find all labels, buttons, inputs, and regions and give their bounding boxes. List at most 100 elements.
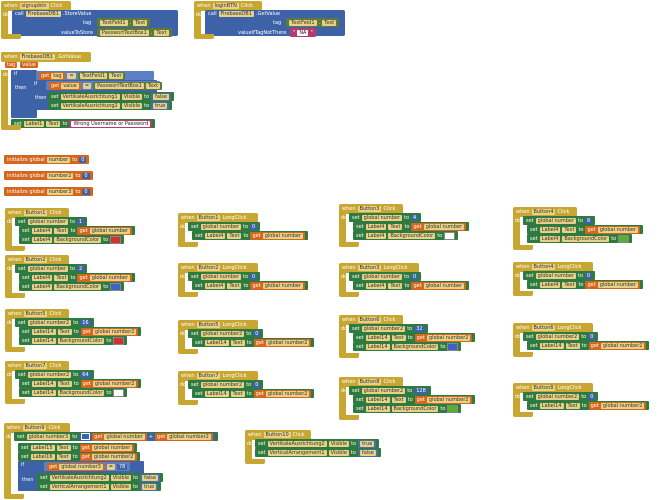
component-dropdown[interactable]: Label14 [31, 380, 56, 387]
button10-click-block[interactable]: when Button10 Click do set VertikaleAusr… [245, 430, 395, 464]
component-dropdown[interactable]: Label4 [539, 235, 561, 242]
component-dropdown[interactable]: TextFeld1 [79, 72, 108, 79]
property-dropdown[interactable]: Text [565, 402, 580, 409]
number-literal[interactable]: 8 [585, 217, 593, 224]
component-dropdown[interactable]: Button8 [531, 385, 556, 391]
component-dropdown[interactable]: Label15 [30, 444, 55, 451]
property-dropdown[interactable]: Text [230, 390, 245, 397]
set-label-text[interactable]: set Label1 Text to Wrong Username or Pas… [11, 119, 156, 128]
variable-dropdown[interactable]: global number [91, 444, 133, 451]
property-dropdown[interactable]: BackgroundColor [54, 236, 102, 243]
db-dropdown[interactable]: FirebaseDB1 [25, 11, 61, 17]
variable-dropdown[interactable]: global number2 [27, 371, 72, 378]
component-dropdown[interactable]: Label4 [31, 283, 53, 290]
variable-dropdown[interactable]: global number2 [426, 334, 471, 341]
variable-dropdown[interactable]: global number [361, 273, 403, 280]
property-dropdown[interactable]: Visible [328, 440, 350, 447]
true-literal[interactable]: true [151, 101, 170, 110]
component-dropdown[interactable]: Label4 [539, 281, 561, 288]
variable-dropdown[interactable]: global number [89, 227, 131, 234]
property-dropdown[interactable]: Text [391, 334, 406, 341]
variable-dropdown[interactable]: global number [597, 226, 639, 233]
component-dropdown[interactable]: Button6 [357, 317, 382, 323]
property-dropdown[interactable]: Text [391, 396, 406, 403]
property-dropdown[interactable]: BackgroundColor [57, 337, 105, 344]
variable-dropdown[interactable]: global number [423, 223, 465, 230]
false-literal[interactable]: false [140, 473, 160, 482]
component-dropdown[interactable]: FirebaseDB1 [19, 54, 55, 60]
db-dropdown[interactable]: FirebaseDB1 [218, 11, 254, 17]
variable-dropdown[interactable]: global number2 [535, 333, 580, 340]
boolean-dropdown[interactable]: false [142, 474, 158, 481]
signup-click-block[interactable]: when signupbtn Click do call FirebaseDB1… [1, 1, 178, 39]
color-swatch[interactable] [110, 235, 122, 244]
number-literal[interactable]: 0 [588, 393, 596, 400]
property-dropdown[interactable]: Text [56, 453, 71, 460]
component-dropdown[interactable]: Button2 [196, 265, 221, 271]
component-dropdown[interactable]: Label4 [31, 274, 53, 281]
property-dropdown[interactable]: Text [154, 29, 169, 36]
number-literal[interactable]: 0 [253, 381, 261, 388]
gotvalue-event-block[interactable]: when FirebaseDB1 .GotValue tag value do … [1, 52, 176, 132]
component-dropdown[interactable]: Label4 [204, 282, 226, 289]
component-dropdown[interactable]: Label14 [31, 328, 56, 335]
variable-dropdown[interactable]: global number3 [59, 463, 103, 470]
component-dropdown[interactable]: Label14 [365, 396, 390, 403]
color-swatch[interactable] [618, 234, 630, 243]
tag-text-getter[interactable]: TextFeld1 . Text [97, 18, 151, 27]
component-dropdown[interactable]: Label14 [365, 405, 390, 412]
component-dropdown[interactable]: VertikaleAusrichtung1 [60, 93, 120, 100]
component-dropdown[interactable]: Label4 [365, 232, 387, 239]
variable-dropdown[interactable]: global number2 [535, 393, 580, 400]
boolean-dropdown[interactable]: true [153, 102, 168, 109]
variable-dropdown[interactable]: global number2 [167, 433, 211, 440]
boolean-dropdown[interactable]: true [360, 440, 375, 447]
component-dropdown[interactable]: Button9 [22, 425, 47, 431]
component-dropdown[interactable]: Label14 [31, 337, 56, 344]
variable-dropdown[interactable]: global number2 [600, 402, 645, 409]
component-dropdown[interactable]: Label14 [365, 334, 390, 341]
component-dropdown[interactable]: loginBTN [212, 3, 239, 9]
variable-dropdown[interactable]: global number2 [361, 387, 406, 394]
number-literal[interactable]: 128 [414, 387, 428, 394]
property-dropdown[interactable]: Text [388, 223, 403, 230]
component-dropdown[interactable]: Label4 [31, 227, 53, 234]
property-dropdown[interactable]: Text [388, 282, 403, 289]
global-name-field[interactable]: number [46, 156, 71, 163]
variable-dropdown[interactable]: global number2 [200, 381, 245, 388]
